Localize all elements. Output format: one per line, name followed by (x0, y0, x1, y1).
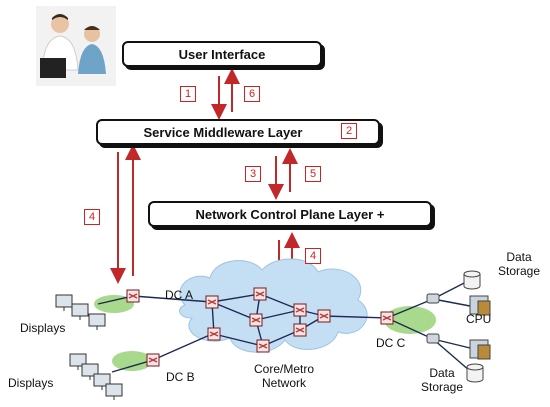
user-interface-label: User Interface (178, 46, 266, 62)
step-badge-2: 2 (341, 123, 357, 139)
dc-c-label: DC C (376, 336, 406, 350)
user-interface-layer: User Interface (122, 41, 322, 67)
data-storage-top-line2: Storage (497, 264, 541, 278)
switch-icon (426, 293, 440, 344)
step-badge-4-right: 4 (305, 248, 321, 264)
step-badge-5: 5 (305, 166, 321, 182)
step-badge-6: 6 (244, 86, 260, 102)
service-middleware-label: Service Middleware Layer (143, 124, 303, 140)
cpu-label: CPU (466, 312, 492, 326)
step-badge-1: 1 (180, 86, 196, 102)
data-storage-bottom-line1: Data (429, 366, 455, 380)
monitor-icon (69, 353, 123, 400)
core-metro-label: Core/Metro Network (244, 362, 324, 390)
data-storage-bottom-line2: Storage (420, 380, 464, 394)
users-photo-icon (36, 6, 116, 86)
service-middleware-layer: Service Middleware Layer (96, 119, 380, 145)
step-badge-3: 3 (245, 166, 261, 182)
core-metro-line1: Core/Metro (253, 362, 315, 376)
server-icon (469, 295, 491, 360)
core-metro-cloud-icon (179, 258, 368, 353)
monitor-icon (55, 294, 106, 330)
data-storage-top-label: Data Storage (491, 250, 547, 278)
data-storage-top-line1: Data (506, 250, 532, 264)
dc-b-label: DC B (166, 370, 195, 384)
dc-a-label: DC A (165, 288, 194, 302)
step-badge-4-left: 4 (84, 209, 100, 225)
storage-cylinder-icon (463, 270, 484, 383)
displays-top-label: Displays (20, 321, 66, 335)
displays-bottom-label: Displays (8, 376, 54, 390)
core-metro-line2: Network (261, 376, 306, 390)
network-control-plane-layer: Network Control Plane Layer + (148, 201, 432, 227)
data-storage-bottom-label: Data Storage (414, 366, 470, 394)
network-control-plane-label: Network Control Plane Layer + (195, 206, 385, 222)
